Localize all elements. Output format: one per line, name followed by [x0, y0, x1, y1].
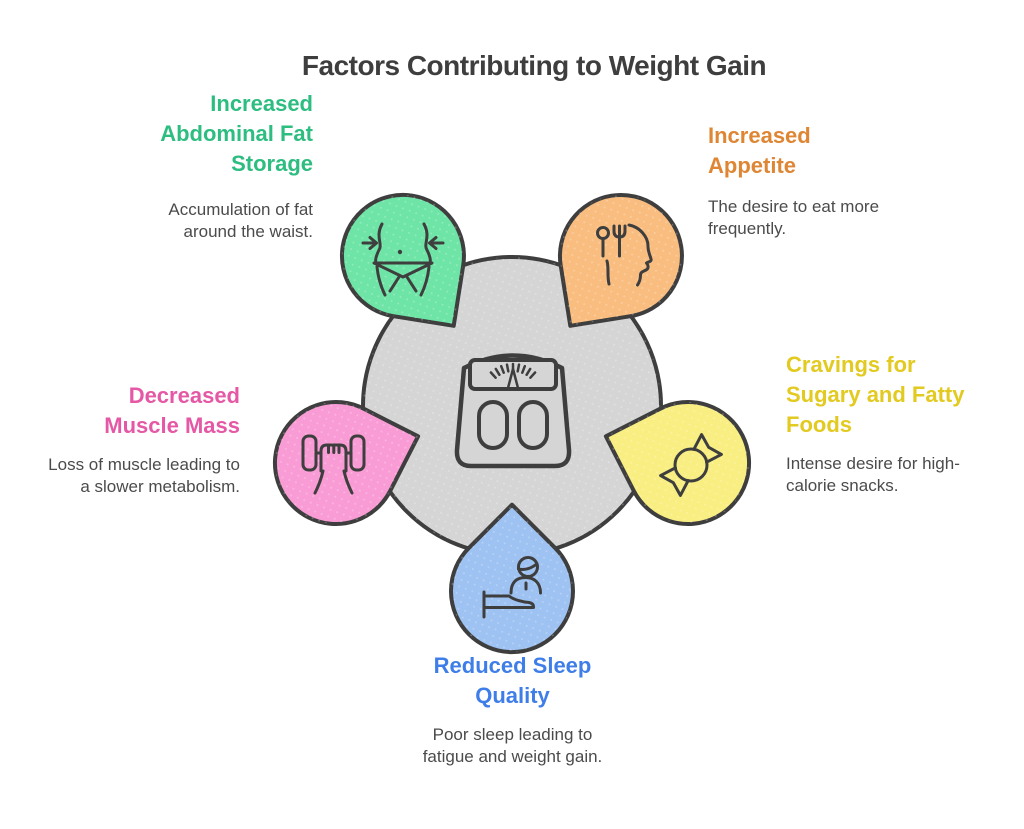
- sleep-bed-icon: [482, 556, 542, 619]
- factor-block-muscle-mass: Decreased Muscle Mass Loss of muscle lea…: [35, 381, 240, 498]
- factor-block-sleep: Reduced Sleep Quality Poor sleep leading…: [405, 651, 620, 768]
- factor-description-sleep: Poor sleep leading to fatigue and weight…: [422, 725, 603, 766]
- factor-description-appetite: The desire to eat more frequently.: [708, 197, 880, 238]
- factor-description-cravings: Intense desire for high-calorie snacks.: [786, 454, 960, 495]
- factor-block-abdominal-fat: Increased Abdominal Fat Storage Accumula…: [133, 89, 313, 243]
- factor-block-appetite: Increased Appetite The desire to eat mor…: [708, 121, 918, 240]
- page-title: Factors Contributing to Weight Gain: [301, 50, 767, 81]
- factor-label-cravings: Cravings for Sugary and Fatty Foods: [786, 352, 965, 437]
- factor-block-cravings: Cravings for Sugary and Fatty Foods Inte…: [786, 350, 1001, 497]
- factor-description-abdominal-fat: Accumulation of fat around the waist.: [168, 200, 313, 241]
- dumbbell-hand-icon: [301, 434, 366, 495]
- weight-scale-icon: [454, 353, 572, 469]
- candy-icon: [659, 433, 723, 497]
- waist-slimming-icon: [361, 222, 445, 297]
- scale-dial-ticks: [489, 362, 537, 379]
- factor-description-muscle-mass: Loss of muscle leading to a slower metab…: [48, 455, 240, 496]
- scale-needle: [506, 367, 520, 390]
- factor-label-appetite: Increased Appetite: [708, 123, 811, 178]
- appetite-head-icon: [596, 223, 653, 287]
- factor-petal-appetite: [557, 192, 684, 328]
- factor-label-muscle-mass: Decreased Muscle Mass: [104, 383, 240, 438]
- factor-petal-abdominal-fat: [339, 192, 466, 328]
- factor-label-abdominal-fat: Increased Abdominal Fat Storage: [160, 91, 313, 176]
- factor-label-sleep: Reduced Sleep Quality: [433, 653, 592, 708]
